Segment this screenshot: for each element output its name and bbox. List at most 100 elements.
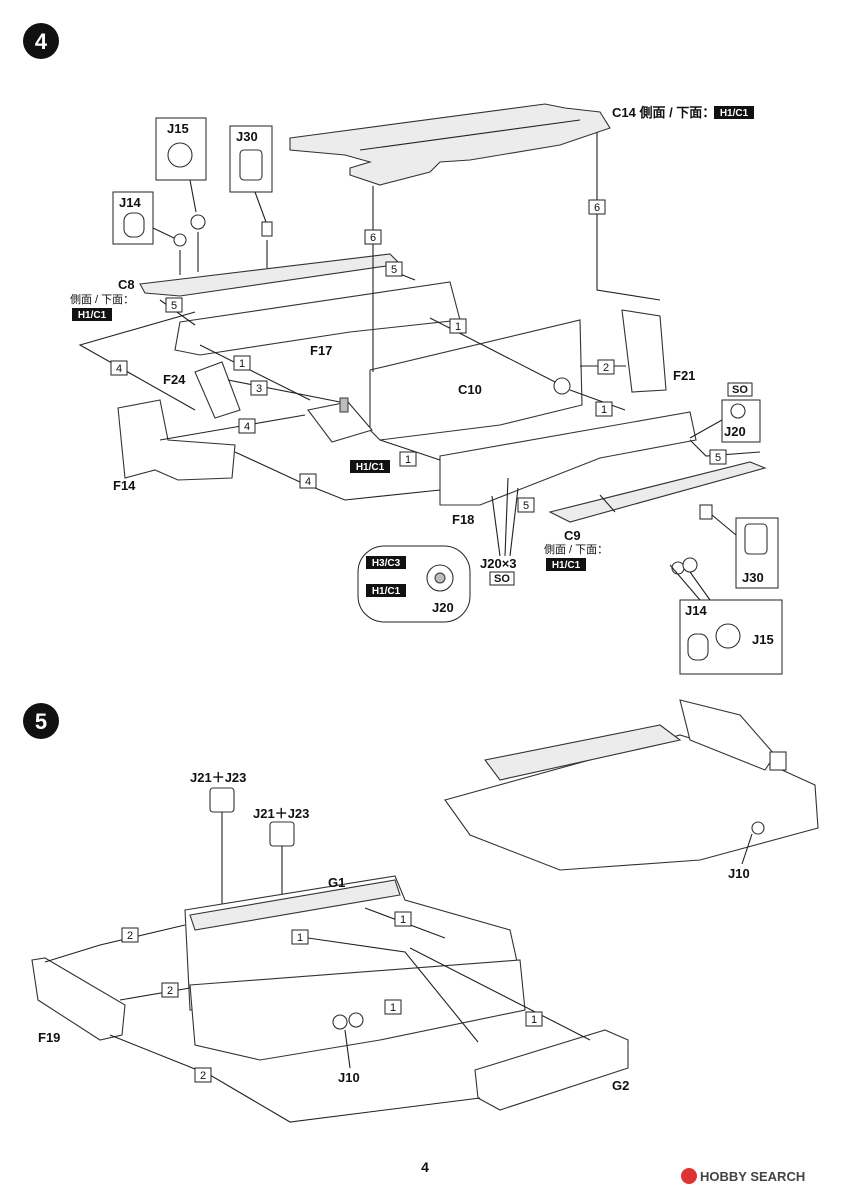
part-j20-detail [730, 403, 746, 419]
callout-5-2c-text: 2 [200, 1070, 206, 1082]
leader-j14 [152, 227, 175, 239]
label-g1: G1 [328, 875, 345, 890]
tag-inset-h3c3 [366, 556, 406, 569]
callout-5-2a-text: 2 [127, 930, 133, 942]
label-j14-bottom: J14 [685, 603, 707, 618]
label-c14: C14 側面 / 下面： [612, 105, 715, 120]
guide-3 [227, 379, 341, 403]
step-5-badge [23, 703, 59, 739]
leader-j20 [689, 419, 723, 439]
leader-j30-right [711, 514, 737, 536]
guide-5-c9 [599, 494, 616, 513]
callout-5-1b [291, 929, 309, 945]
guide-1-left [199, 344, 311, 401]
completed-assembly-top [484, 724, 682, 781]
tag-center-text: H1/C1 [356, 462, 385, 473]
label-j10-left: J10 [338, 1070, 360, 1085]
badge-so-top [727, 382, 753, 397]
callout-4-5a [165, 297, 183, 313]
tag-inset-h1c1 [366, 584, 406, 597]
part-f17 [174, 281, 461, 356]
callout-5-1a [394, 911, 412, 927]
label-j15-bottom: J15 [752, 632, 774, 647]
part-f24 [194, 361, 241, 419]
label-c9: C9 [564, 528, 581, 543]
tag-c9 [546, 558, 586, 571]
callout-4-5d-text: 5 [523, 500, 529, 512]
callout-5-1b-text: 1 [297, 932, 303, 944]
label-j10-right: J10 [728, 866, 750, 881]
step-4-number: 4 [35, 29, 48, 54]
callout-5-2b-text: 2 [167, 985, 173, 997]
part-j21-j23-b [269, 821, 295, 847]
callout-4-5c-text: 5 [715, 452, 721, 464]
step-4-badge [23, 23, 59, 59]
callout-5-2a [121, 927, 139, 943]
page-number: 4 [421, 1159, 429, 1175]
part-c9 [548, 461, 767, 523]
callouts-step-4: 1 1 1 1 2 3 4 4 4 5 5 5 5 6 [110, 199, 727, 513]
leader-j15 [189, 179, 197, 213]
callout-5-2c [194, 1067, 212, 1083]
part-j14-small [173, 233, 187, 247]
guide-2-bottom [109, 1034, 481, 1123]
badge-so-bottom-text: SO [494, 573, 510, 585]
part-g2 [474, 1029, 629, 1111]
callout-4-4c-text: 4 [305, 476, 311, 488]
label-j30: J30 [236, 129, 258, 144]
leader-j14-bottom [669, 564, 701, 601]
step-5: 5 J21＋J23 J21＋J23 G1 J10 F19 G2 J10 [23, 699, 819, 1123]
leader-j15-bottom [689, 571, 711, 601]
part-c8 [139, 253, 402, 297]
guide-4-mid [159, 414, 306, 441]
guide-4-outer [78, 311, 196, 411]
callout-4-1c-text: 1 [601, 404, 607, 416]
callout-4-5d [517, 497, 535, 513]
callout-5-1d-text: 1 [531, 1014, 537, 1026]
part-f21 [621, 309, 667, 393]
step-4: 4 C14 側面 / 下面： H1/C1 J15 J30 J14 C8 側面 / [23, 23, 783, 675]
callout-4-6a-text: 6 [370, 232, 376, 244]
tag-c8-text: H1/C1 [78, 310, 107, 321]
completed-assembly-j10 [751, 821, 765, 835]
watermark: HOBBY SEARCH [700, 1169, 805, 1184]
callout-4-4b [238, 418, 256, 434]
part-f19 [31, 957, 126, 1041]
label-f24: F24 [163, 372, 186, 387]
label-g2: G2 [612, 1078, 629, 1093]
part-center-pin-mount [307, 401, 373, 443]
callout-4-1b-text: 1 [239, 358, 245, 370]
label-f18: F18 [452, 512, 474, 527]
callout-4-1b [233, 355, 251, 371]
callout-4-6a [364, 229, 382, 245]
tag-c14 [714, 106, 754, 119]
part-j14-bottom-small [671, 561, 685, 575]
label-j21-j23-a: J21＋J23 [190, 770, 246, 785]
callout-4-5c [709, 449, 727, 465]
callout-5-2b [161, 982, 179, 998]
callout-4-1d-text: 1 [405, 454, 411, 466]
tag-c14-text: H1/C1 [720, 108, 749, 119]
callout-4-1d [399, 451, 417, 467]
part-j14-bottom-detail [687, 633, 709, 661]
callout-4-2 [597, 359, 615, 375]
label-c8-note: 側面 / 下面： [70, 293, 134, 306]
callout-4-1a-text: 1 [455, 321, 461, 333]
label-c10: C10 [458, 382, 482, 397]
leader-j30 [254, 191, 267, 223]
badge-so-bottom [489, 571, 515, 586]
part-c14 [289, 103, 611, 186]
callout-4-2-text: 2 [603, 362, 609, 374]
guide-1-d [409, 947, 591, 1041]
watermark-logo-icon [681, 1168, 697, 1184]
label-j20x3: J20×3 [480, 556, 517, 571]
callouts-step-5: 1 1 1 1 2 2 2 [121, 911, 543, 1083]
part-c14-groove [359, 119, 581, 151]
part-j30-right-detail [744, 523, 768, 555]
tag-c9-text: H1/C1 [552, 560, 581, 571]
callout-4-5b [385, 261, 403, 277]
label-j30-right: J30 [742, 570, 764, 585]
guide-1-low [379, 439, 441, 461]
label-j20-top: J20 [724, 424, 746, 439]
